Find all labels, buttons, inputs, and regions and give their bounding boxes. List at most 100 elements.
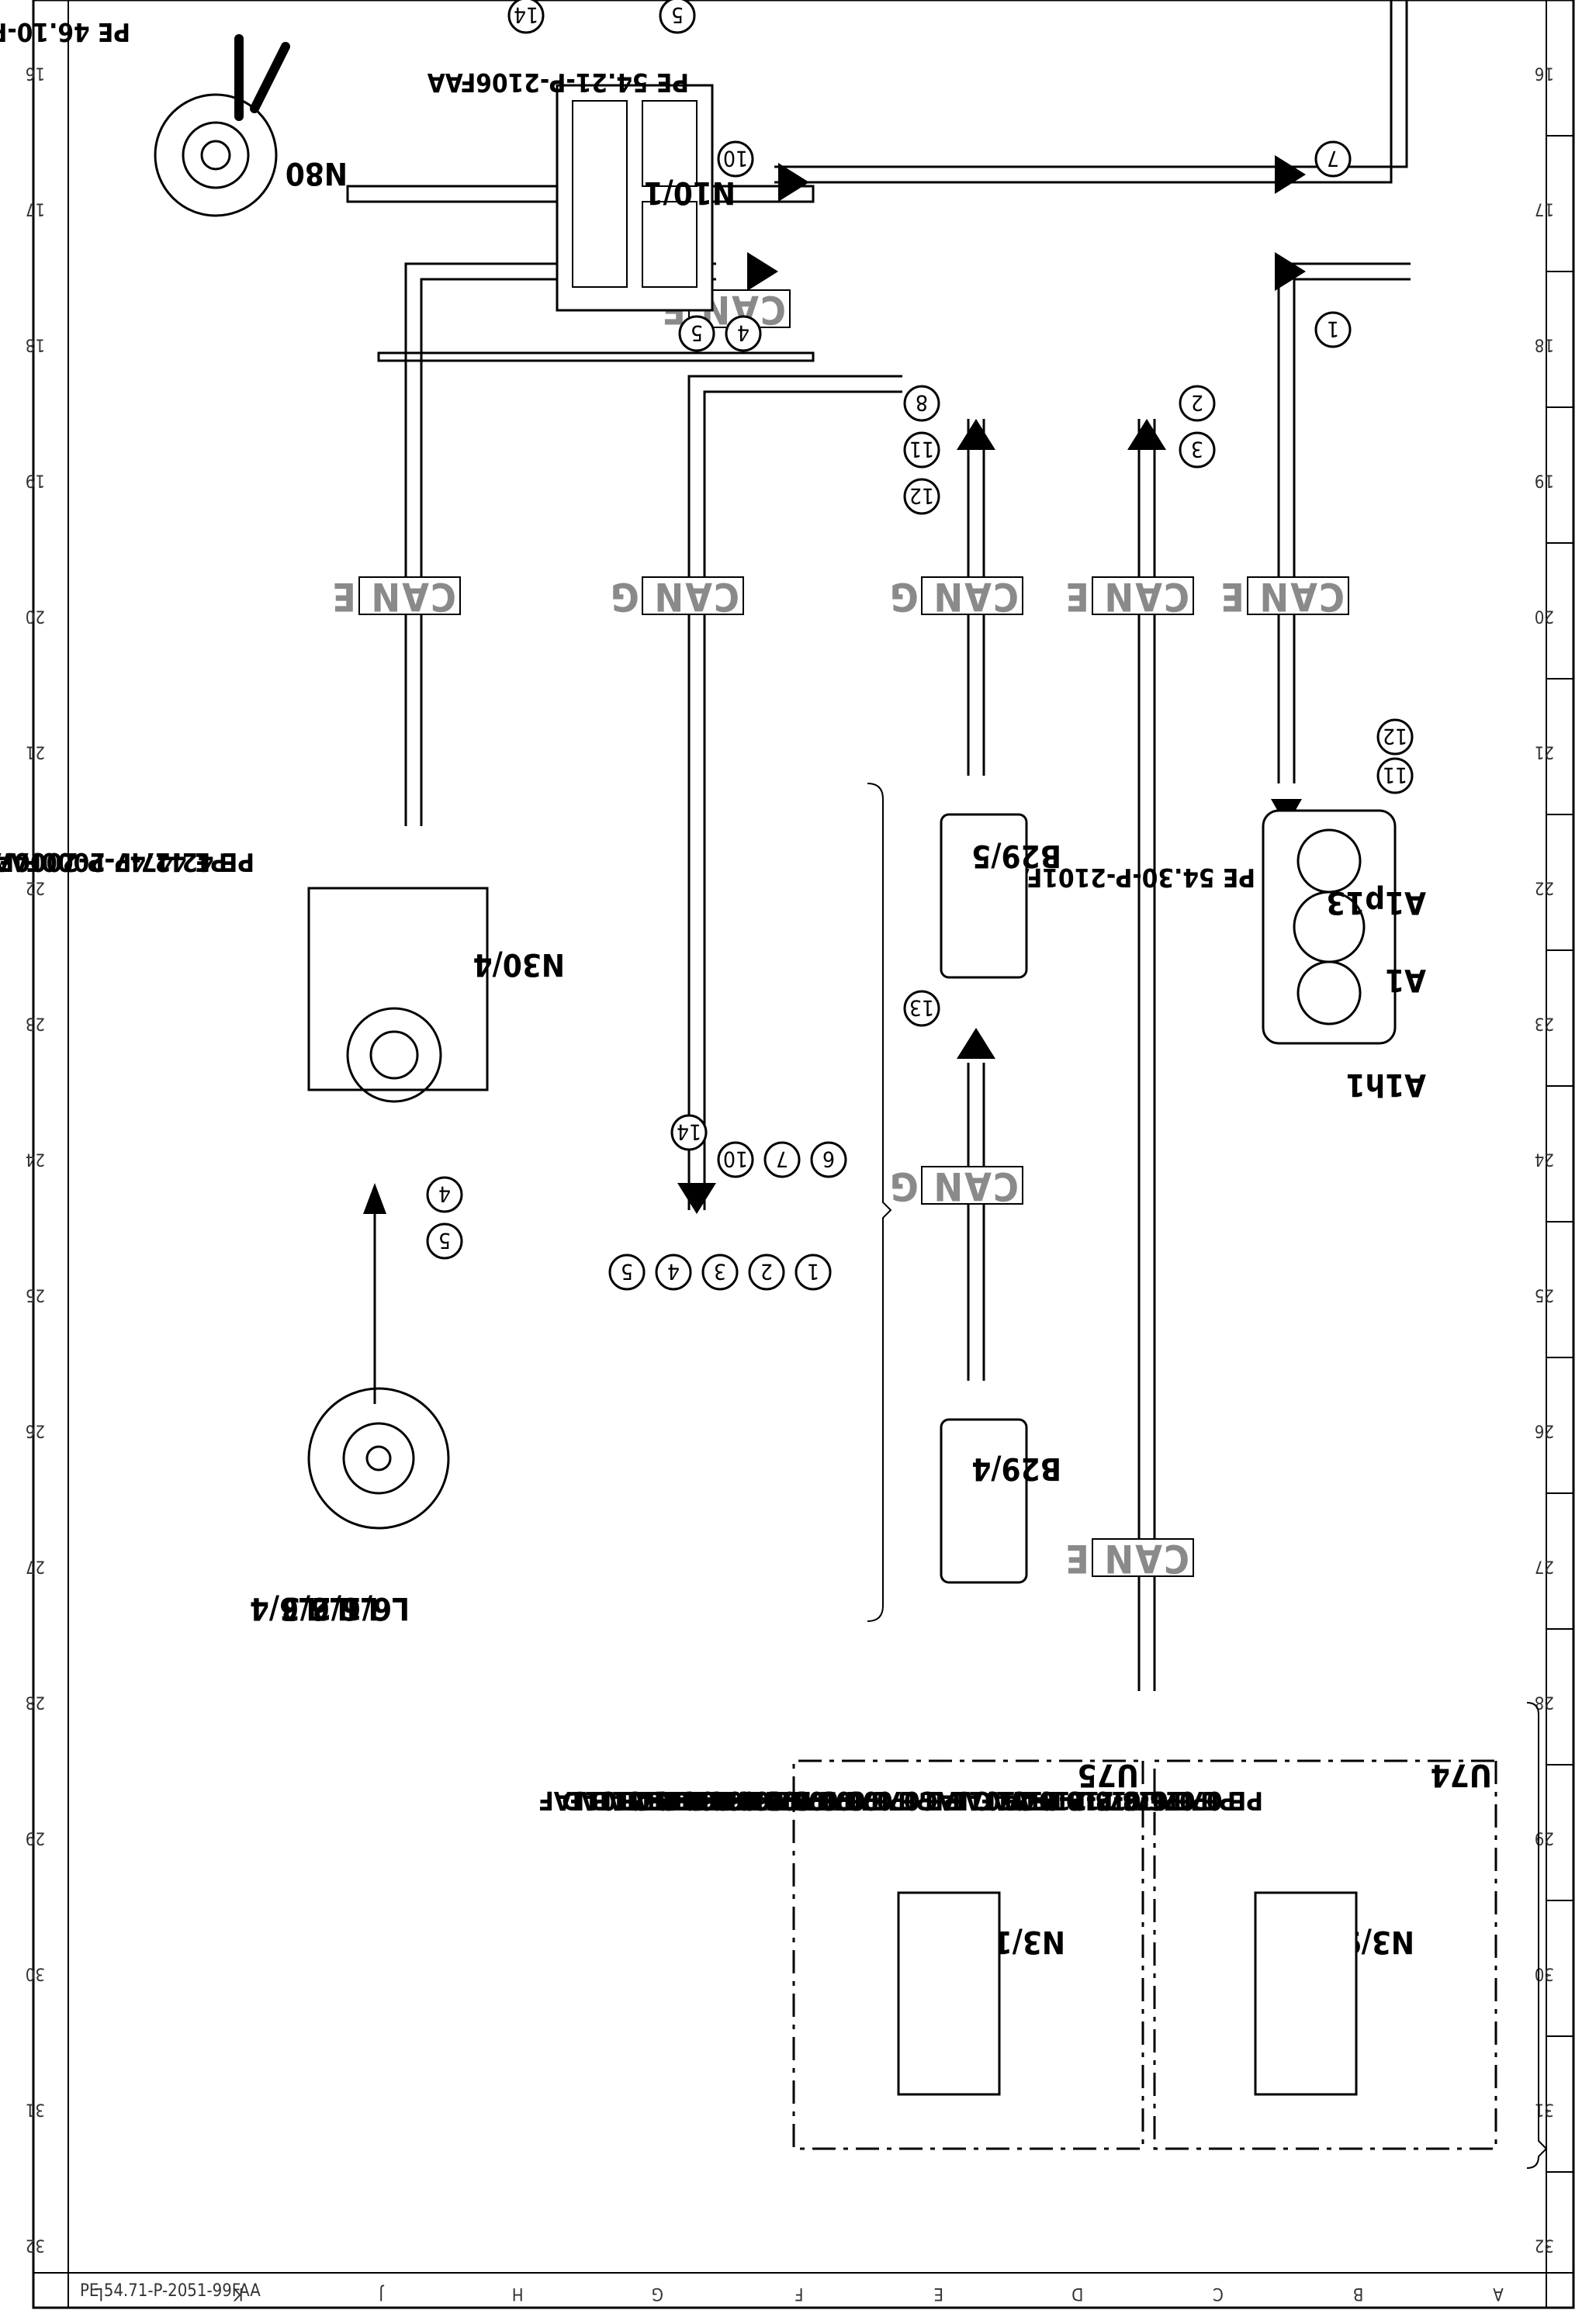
grid-column-number: 23 bbox=[26, 1014, 45, 1033]
svg-text:PE 07.08-P-2101FAH: PE 07.08-P-2101FAH bbox=[616, 1786, 879, 1816]
grid-column-number: 24 bbox=[1535, 1150, 1554, 1169]
svg-text:2: 2 bbox=[1191, 390, 1203, 416]
svg-text:CAN G: CAN G bbox=[888, 574, 1019, 619]
svg-text:5: 5 bbox=[691, 320, 703, 346]
svg-text:1: 1 bbox=[807, 1259, 819, 1285]
grid-column-number: 31 bbox=[1535, 2100, 1554, 2119]
a1-label: A1 bbox=[1385, 962, 1426, 998]
arrow-ecu-up bbox=[1127, 419, 1166, 450]
svg-text:10: 10 bbox=[723, 1146, 748, 1172]
wire-n30-n10 bbox=[404, 262, 716, 826]
signal-number-bubble: 5 bbox=[659, 0, 696, 34]
signal-number-bubble: 14 bbox=[507, 0, 545, 34]
signal-number-bubble: 10 bbox=[717, 140, 754, 178]
grid-column-number: 18 bbox=[1535, 335, 1554, 354]
grid-column-markers: 1616171718181919202021212222232324242525… bbox=[26, 0, 1573, 2255]
steering-column-module-icon bbox=[154, 93, 278, 217]
engine-ecu-icon bbox=[897, 1891, 1001, 2096]
svg-text:7: 7 bbox=[1327, 146, 1339, 171]
svg-text:PE 07.16-P-2101FAE: PE 07.16-P-2101FAE bbox=[950, 1786, 1210, 1816]
radar-sensor-icon bbox=[940, 813, 1028, 979]
signal-number-bubble: 1 bbox=[794, 1254, 832, 1291]
grid-column-number: 27 bbox=[1535, 1557, 1554, 1576]
l6-label-3: L6/3 bbox=[281, 1590, 348, 1626]
grid-column-number: 17 bbox=[26, 199, 45, 219]
svg-text:4: 4 bbox=[438, 1181, 451, 1207]
svg-text:PE 07.61-P-2101FAF: PE 07.61-P-2101FAF bbox=[538, 1786, 798, 1816]
svg-text:6: 6 bbox=[822, 1146, 835, 1172]
engine-ecu-icon bbox=[1254, 1891, 1358, 2096]
svg-text:2: 2 bbox=[760, 1259, 773, 1285]
a1-ref: PE 54.30-P-2101FAA bbox=[994, 863, 1255, 893]
n10-1-ref: PE 54.21-P-2106FAA bbox=[428, 67, 689, 98]
grid-row-letter: C bbox=[1213, 2284, 1224, 2303]
grid-column-number: 19 bbox=[26, 471, 45, 490]
signal-number-bubble: 7 bbox=[1314, 140, 1352, 178]
grid-row-letter: E bbox=[933, 2284, 943, 2303]
wires bbox=[373, 0, 1411, 1691]
grid-row-letter: G bbox=[652, 2284, 663, 2303]
grid-column-number: 20 bbox=[26, 607, 45, 626]
can-label-loop: CAN G bbox=[609, 574, 744, 619]
svg-text:4: 4 bbox=[667, 1259, 680, 1285]
instrument-cluster-icon bbox=[1262, 809, 1397, 1045]
grid-column-number: 19 bbox=[1535, 471, 1554, 490]
grid-column-number: 27 bbox=[26, 1557, 45, 1576]
signal-number-bubble: 3 bbox=[1179, 431, 1216, 469]
wire-b29-4-up bbox=[967, 1063, 985, 1381]
arrow-b29-4-up bbox=[957, 1028, 995, 1059]
svg-text:13: 13 bbox=[909, 995, 934, 1021]
svg-text:7: 7 bbox=[776, 1146, 788, 1172]
l6-label-4: L6/4 bbox=[250, 1590, 317, 1626]
svg-text:3: 3 bbox=[714, 1259, 726, 1285]
signal-number-bubble: 4 bbox=[426, 1176, 463, 1213]
component-n30-4: N30/4 PE 42.47-P-2000FAA PE 42.47-P-2000… bbox=[0, 847, 565, 1103]
grid-row-letter: D bbox=[1071, 2284, 1083, 2303]
svg-text:11: 11 bbox=[909, 437, 934, 462]
svg-text:5: 5 bbox=[621, 1259, 633, 1285]
n30-4-ref-2: PE 42.47-P-2000FAB bbox=[0, 847, 227, 877]
wire-n80-n10 bbox=[377, 351, 815, 362]
svg-text:14: 14 bbox=[677, 1119, 701, 1145]
sam-module-icon bbox=[556, 84, 714, 312]
grid-column-number: 29 bbox=[1535, 1828, 1554, 1848]
l6-label-2: L6/2 bbox=[312, 1590, 379, 1626]
grid-row-letter: J bbox=[379, 2284, 385, 2303]
component-n10-1: N10/1 PE 54.21-P-2106FAA bbox=[428, 67, 736, 312]
arrow-b29-5-up bbox=[957, 419, 995, 450]
b29-4-label: B29/4 bbox=[971, 1451, 1061, 1486]
svg-text:CAN E: CAN E bbox=[331, 574, 456, 619]
u75-boundary bbox=[792, 1759, 1144, 2150]
signal-number-bubble: 5 bbox=[608, 1254, 646, 1291]
grid-column-number: 28 bbox=[26, 1693, 45, 1712]
signal-number-bubble: 13 bbox=[903, 990, 940, 1027]
svg-text:PE 07.61-P-2101FAD: PE 07.61-P-2101FAD bbox=[562, 1786, 825, 1816]
grid-row-letter: K bbox=[233, 2284, 244, 2303]
signal-number-bubble: 6 bbox=[810, 1141, 847, 1178]
grid-column-number: 24 bbox=[26, 1150, 45, 1169]
svg-text:CAN E: CAN E bbox=[1064, 574, 1189, 619]
wire-can-g-loop bbox=[687, 375, 902, 1210]
grid-row-letter: L bbox=[95, 2284, 103, 2303]
grid-column-number: 30 bbox=[1535, 1964, 1554, 1983]
gauge-icon bbox=[1296, 960, 1362, 1025]
signal-number-bubble: 2 bbox=[1179, 385, 1216, 422]
grid-column-number: 22 bbox=[26, 878, 45, 897]
svg-text:14: 14 bbox=[514, 2, 538, 28]
grid-column-number: 18 bbox=[26, 335, 45, 354]
grid-column-number: 21 bbox=[1535, 742, 1554, 762]
ecu-group-bracket bbox=[1526, 1702, 1548, 2169]
grid-row-letter: H bbox=[512, 2284, 524, 2303]
svg-text:CAN G: CAN G bbox=[888, 1164, 1019, 1209]
signal-number-bubble: 1 bbox=[1314, 311, 1352, 348]
grid-row-letter: F bbox=[794, 2284, 803, 2303]
grid-column-number: 16 bbox=[26, 64, 45, 83]
signal-number-bubble: 12 bbox=[1376, 718, 1414, 756]
svg-text:1: 1 bbox=[1327, 316, 1339, 342]
grid-column-number: 21 bbox=[26, 742, 45, 762]
n10-1-label: N10/1 bbox=[644, 175, 736, 210]
svg-text:PE 07.16-P-2101FAC: PE 07.16-P-2101FAC bbox=[975, 1786, 1236, 1816]
